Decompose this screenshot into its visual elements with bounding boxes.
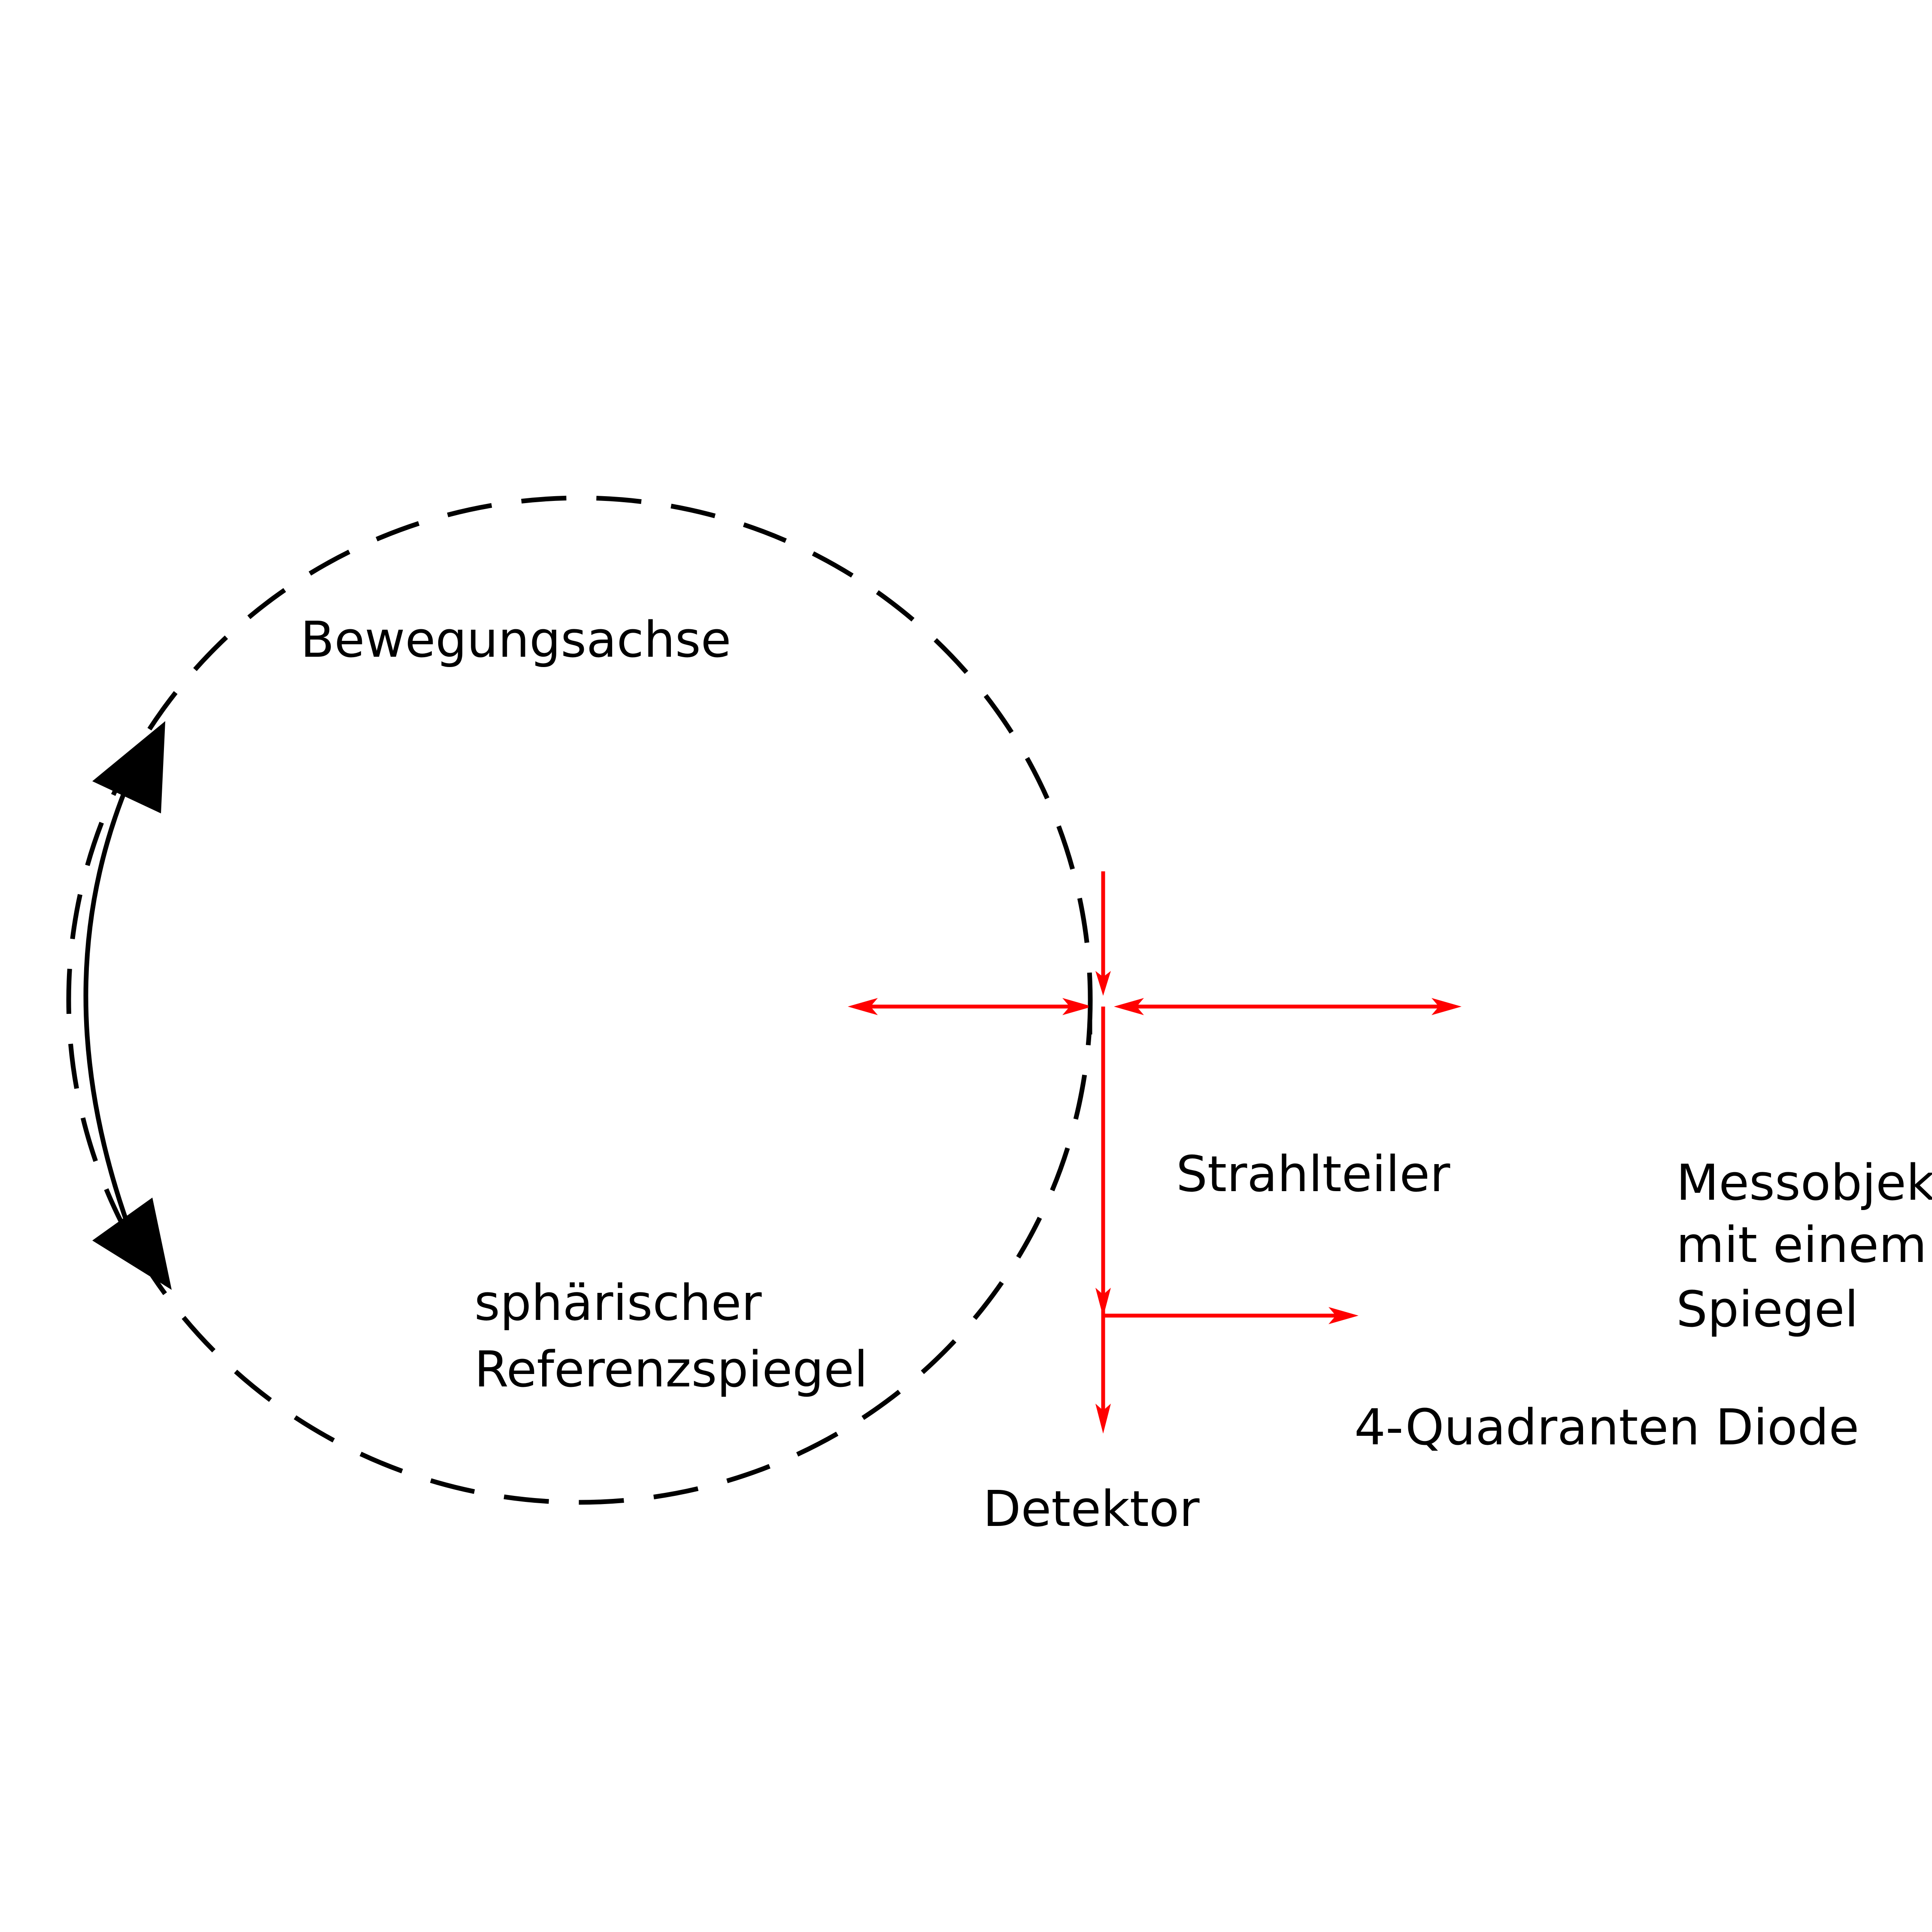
beam-splitter-label: Strahlteiler xyxy=(1176,1146,1450,1203)
arrowhead-detector xyxy=(1095,1404,1111,1434)
arrowhead-diode xyxy=(1328,1307,1359,1324)
reference-mirror-label-line1: sphärischer xyxy=(474,1274,762,1332)
movement-axis-label: Bewegungsachse xyxy=(300,611,731,669)
object-label-line1: Messobjekt xyxy=(1676,1154,1932,1212)
arrowhead-object-right xyxy=(1432,998,1462,1015)
arrowhead-incoming xyxy=(1095,971,1111,996)
beam-paths xyxy=(856,871,1451,1416)
arrowhead-detector-mid xyxy=(1095,1288,1111,1317)
beam-arrowheads xyxy=(848,971,1462,1434)
detector-label: Detektor xyxy=(983,1480,1200,1538)
movement-axis-arrowhead-top xyxy=(92,721,165,813)
movement-axis-arrowhead-bottom xyxy=(92,1198,172,1290)
object-label-line2: mit einem xyxy=(1676,1216,1927,1274)
reference-mirror-label-line2: Referenzspiegel xyxy=(474,1341,868,1398)
arrowhead-object-left xyxy=(1114,998,1144,1015)
object-label-line3: Spiegel xyxy=(1676,1281,1858,1338)
arrowhead-reference-left xyxy=(848,998,878,1015)
arrowhead-reference-right xyxy=(1062,998,1092,1015)
quadrant-diode-label: 4-Quadranten Diode xyxy=(1354,1399,1859,1456)
movement-axis-arc xyxy=(83,780,131,1228)
